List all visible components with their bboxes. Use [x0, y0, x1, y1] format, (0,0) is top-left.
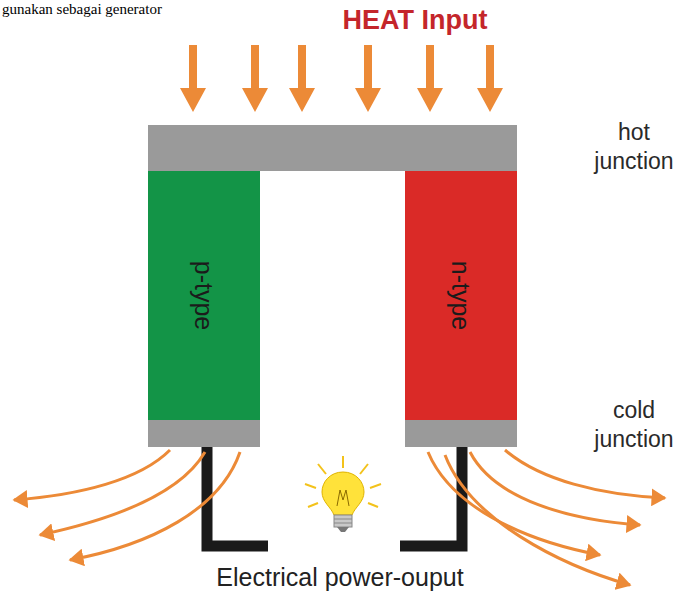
illustration-part [334, 519, 352, 520]
heat-arrow [242, 45, 268, 112]
illustration-part [368, 503, 378, 507]
illustration-part [334, 523, 352, 524]
illustration-part [505, 450, 665, 498]
illustration-part [370, 484, 381, 488]
illustration-part [322, 472, 364, 515]
illustration-part [342, 456, 344, 468]
output-label: Electrical power-ouput [150, 562, 530, 593]
heat-input-label: HEAT Input [280, 4, 550, 38]
heat-arrows [180, 45, 503, 112]
cold-junction-plate [405, 420, 517, 447]
cold-junction-plate [148, 420, 260, 447]
illustration-part [400, 447, 462, 546]
illustration-part [337, 527, 349, 532]
heat-arrow [477, 45, 503, 112]
heat-arrow [417, 45, 443, 112]
semiconductor-leg: p-type [148, 171, 260, 420]
illustration-part [318, 464, 326, 474]
illustration-part [70, 452, 240, 560]
illustration-part [428, 452, 600, 555]
heat-arrow [180, 45, 206, 112]
wire [207, 447, 462, 546]
semiconductor-leg: n-type [405, 171, 517, 420]
leg-label: p-type [189, 261, 218, 330]
leg-label: n-type [446, 261, 475, 330]
cold-junction-label: cold junction [578, 396, 690, 454]
illustration-part [360, 464, 368, 474]
illustration-part [470, 452, 640, 525]
light-bulb [305, 456, 381, 532]
illustration-part [180, 45, 503, 112]
illustration-part [337, 490, 349, 506]
illustration-part [308, 503, 318, 507]
illustration-part [445, 455, 630, 585]
illustration-part [305, 484, 316, 488]
hot-junction-label: hot junction [580, 118, 688, 176]
illustration-part [334, 515, 352, 527]
illustration-part [14, 450, 170, 500]
heat-arrow [289, 45, 315, 112]
illustration-part [40, 452, 205, 535]
hot-junction-plate [148, 125, 517, 171]
heat-arrow [355, 45, 381, 112]
header-text: gunakan sebagai generator [2, 0, 262, 19]
